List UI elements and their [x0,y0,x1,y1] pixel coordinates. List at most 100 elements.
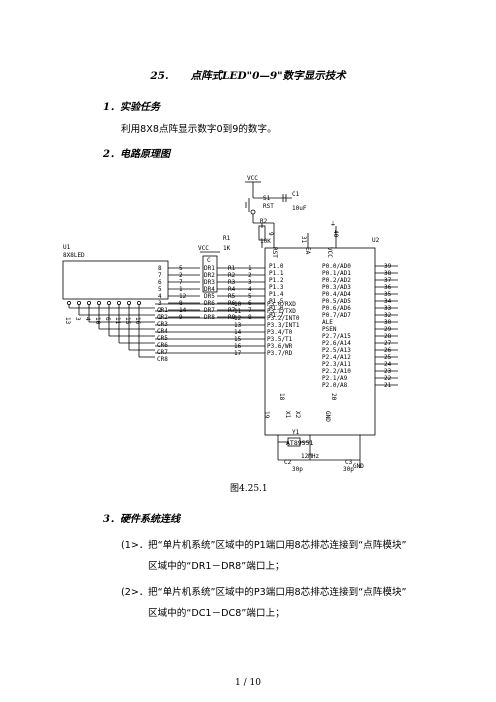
x1-label: X1 [284,411,291,419]
c3-value-label: 30p [343,466,354,473]
p1-pin-label: P1.7 [269,312,284,319]
col-pin-label: 4 [84,317,91,321]
pin19-label: 19 [263,411,270,419]
p3-pin-number: 12 [234,315,242,322]
p3-pin-label: P3.4/T0 [267,329,293,336]
cr-label: CR6 [157,342,168,349]
led-row-pin: 2 [179,272,183,279]
cr-label: CR1 [157,307,168,314]
port-right-pin-number: 33 [384,305,392,312]
p1-pin-number: 5 [248,293,252,300]
port-right-pin-label: P0.3/AD3 [322,284,351,291]
rst-pin-label: RST [271,247,278,258]
step-2-text: 把“单片机系统”区域中的P3端口用8芯排芯连接到“点阵模块” [148,587,407,598]
port-right-pin-number: 26 [384,347,392,354]
p3-pin-number: 17 [234,350,242,357]
led-row-number: 2 [158,307,162,314]
ea-pin-label: EA [304,247,311,255]
step-2-line1: (2>．把“单片机系统”区域中的P3端口用8芯排芯连接到“点阵模块” [121,584,407,598]
port-right-pin-number: 32 [384,312,392,319]
col-pin-node [86,300,91,305]
port-right-pin-label: P2.3/A11 [322,361,351,368]
dr-label: DR2 [204,272,215,279]
page-number: 1 / 10 [235,678,261,688]
c1-label: C1 [292,191,300,198]
led-row-pin: 5 [179,265,183,272]
u1-name-label: 8X8LED [63,252,85,259]
mcu-body [264,247,376,436]
port-right-pin-number: 34 [384,298,392,305]
port-right-pin-label: P2.7/A15 [322,333,351,340]
dr-label: DR4 [204,286,215,293]
gnd-pin-label: GND [324,411,331,422]
switch-node [250,209,256,215]
r-label: R1 [228,265,236,272]
r1-network [202,255,218,293]
cr-label: CR7 [157,349,168,356]
cr-label: CR5 [157,335,168,342]
section-heading-wiring: 3．硬件系统连线 [103,514,180,525]
led-row-pin: 14 [179,307,187,314]
u1-label: U1 [63,244,71,251]
led-row-pin: 8 [179,300,183,307]
p1-pin-number: 4 [248,286,252,293]
p1-pin-label: P1.0 [269,263,284,270]
gnd-symbol-top: ⏚ [330,221,336,228]
col-pin-label: 13 [64,317,71,325]
port-right-pin-number: 30 [384,319,392,326]
port-right-pin-label: P0.5/AD5 [322,298,351,305]
port-right-pin-number: 25 [384,354,392,361]
x2-label: X2 [294,411,301,419]
p1-pin-label: P1.3 [269,284,284,291]
step-1-line1: (1>．把“单片机系统”区域中的P1端口用8芯排芯连接到“点阵模块” [121,537,407,551]
port-right-pin-label: PSEN [322,326,337,333]
p1-pin-number: 6 [248,300,252,307]
dr-label: DR3 [204,279,215,286]
dr-label: DR7 [204,307,215,314]
p3-pin-number: 16 [234,343,242,350]
led-row-number: 3 [158,300,162,307]
cr-label: CR8 [157,356,168,363]
led-row-number: 8 [158,265,162,272]
p1-pin-number: 7 [248,307,252,314]
p3-pin-number: 15 [234,336,242,343]
cr-label: CR4 [157,328,168,335]
col-pin-node [127,300,132,305]
pin18-label: 18 [278,393,285,401]
vcc-top-label: VCC [247,175,258,182]
port-right-pin-label: P2.2/A10 [322,368,351,375]
step-1-line2: 区域中的“DR1－DR8”端口上； [148,561,285,572]
port-right-pin-number: 39 [384,263,392,270]
col-pin-label: 10 [94,317,101,325]
step-2-line2: 区域中的“DC1－DC8”端口上； [148,608,285,619]
c1-value-label: 10uF [292,205,307,212]
r2-value-label: 10K [260,238,271,245]
led-row-number: 6 [158,279,162,286]
port-right-pin-number: 27 [384,340,392,347]
port-right-pin-number: 24 [384,361,392,368]
y1-label: Y1 [292,429,300,436]
led-row-number: 5 [158,286,162,293]
r1-value-label: 1K [223,245,231,252]
p1-pin-label: P1.2 [269,277,284,284]
col-pin-node [76,300,81,305]
col-pin-label: 16 [134,317,141,325]
p1-pin-number: 2 [248,272,252,279]
r1-label: R1 [223,235,231,242]
col-pin-label: 3 [74,317,81,321]
col-pin-node [117,300,122,305]
c2-value-label: 30p [292,466,303,473]
r-label: R3 [228,279,236,286]
port-right-pin-number: 29 [384,326,392,333]
col-pin-node [67,300,72,305]
r2-label: R2 [260,218,268,225]
led-row-number: 7 [158,272,162,279]
port-right-pin-label: ALE [322,319,333,326]
led-matrix-body [62,260,169,300]
gnd-label: GND [353,463,364,470]
section-heading-task: 1．实验任务 [103,102,160,113]
p3-pin-label: P3.2/INT0 [267,315,300,322]
led-row-pin: 7 [179,279,183,286]
col-pin-label: 6 [104,317,111,321]
crystal-frequency-label: 12MHz [301,453,319,460]
